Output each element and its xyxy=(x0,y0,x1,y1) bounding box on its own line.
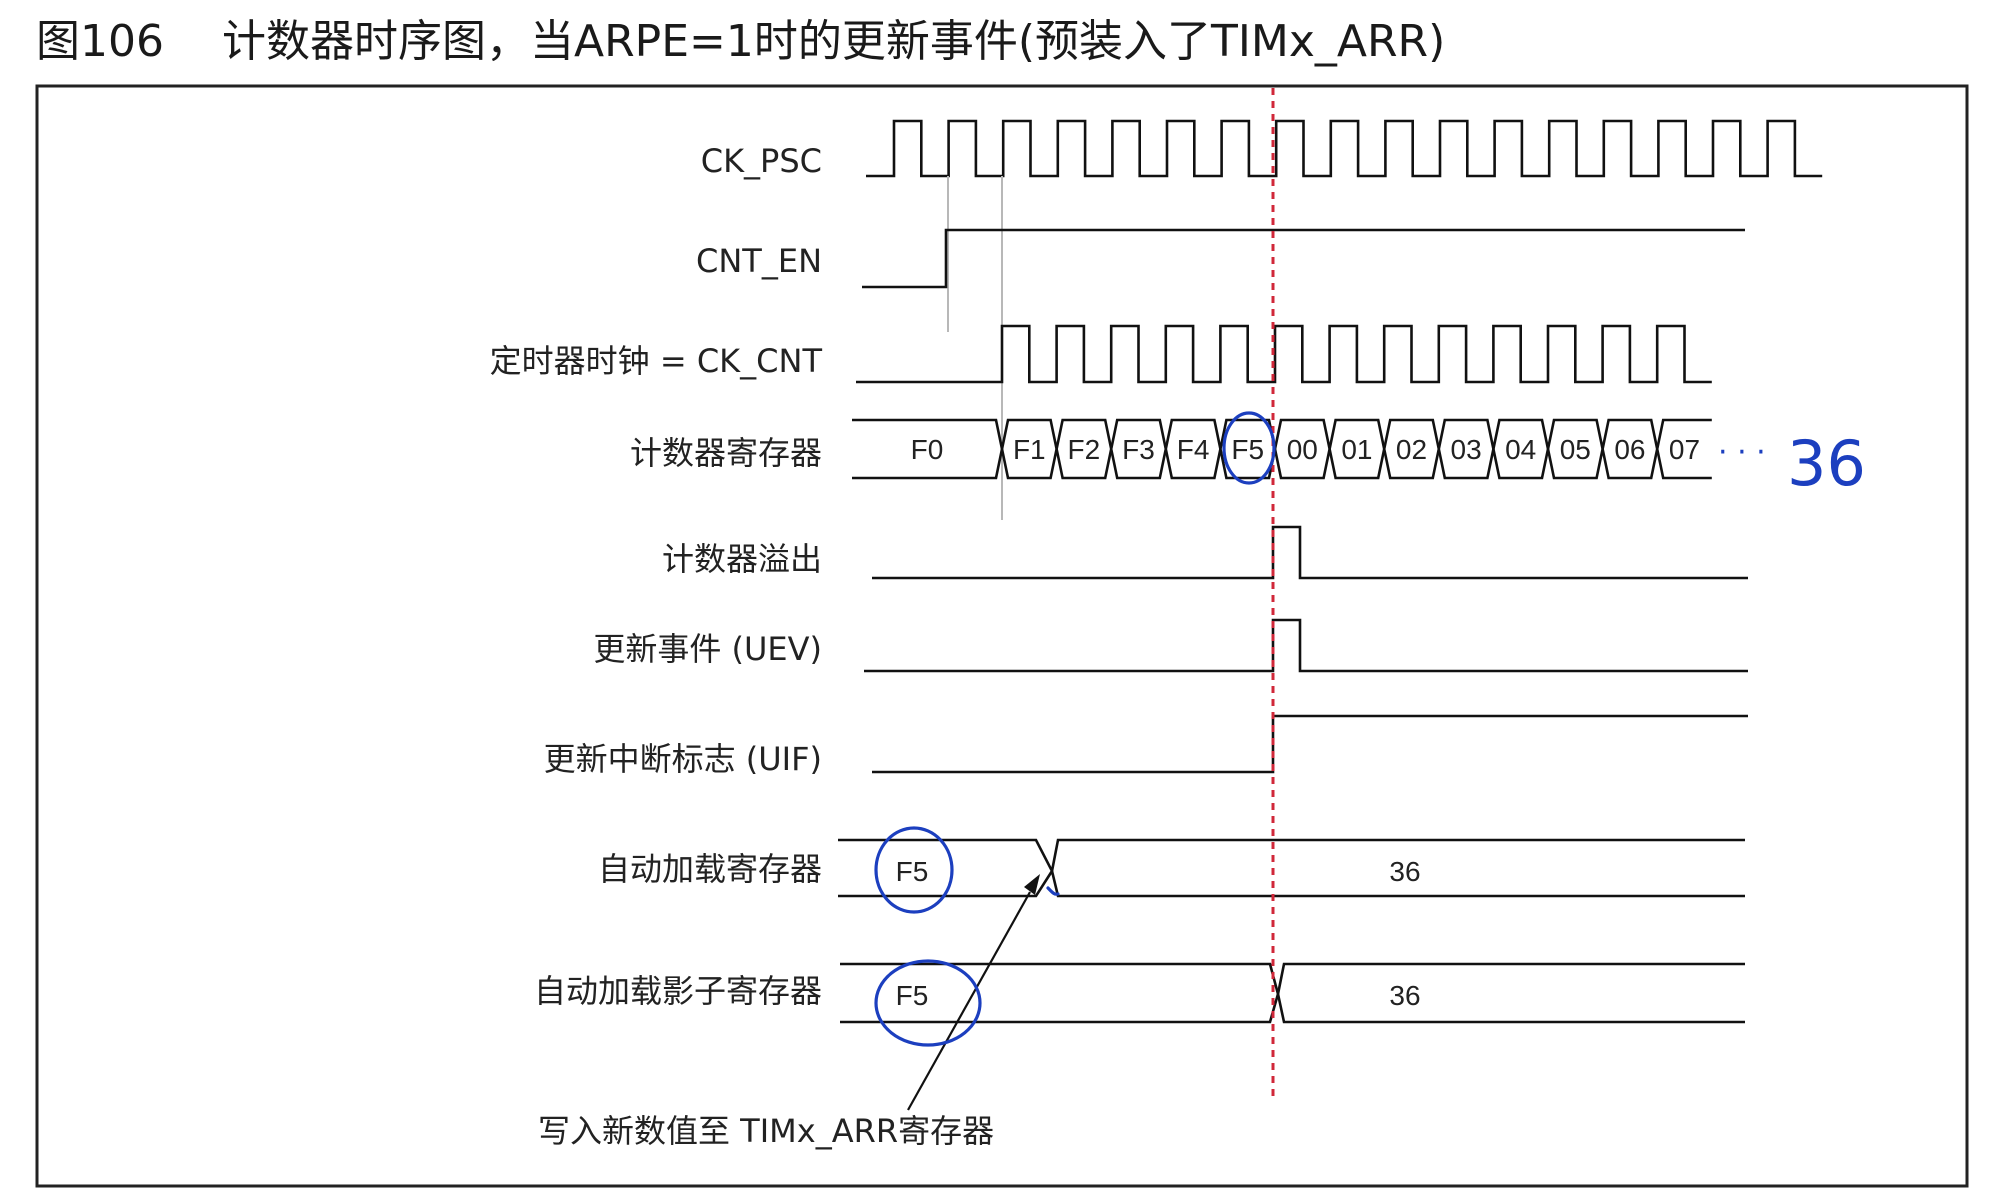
counter-value: F5 xyxy=(1231,434,1264,465)
figure-title: 计数器时序图，当ARPE=1时的更新事件(预装入了TIMx_ARR) xyxy=(222,16,1445,67)
counter-value: F3 xyxy=(1122,434,1155,465)
shadow-value-after: 36 xyxy=(1389,980,1420,1011)
counter-value: 03 xyxy=(1451,434,1482,465)
write-arrow-line xyxy=(907,891,1031,1111)
handwritten-tick xyxy=(1046,886,1060,896)
signal-label-ck-psc: CK_PSC xyxy=(701,142,822,180)
counter-value: F1 xyxy=(1013,434,1046,465)
signal-label-counter-overflow: 计数器溢出 xyxy=(662,540,822,578)
signal-label-auto-reload-shadow-register: 自动加载影子寄存器 xyxy=(534,972,822,1010)
counter-value: F2 xyxy=(1068,434,1101,465)
handwritten-circle-shadow xyxy=(874,959,982,1047)
signal-label-update-interrupt-flag: 更新中断标志 (UIF) xyxy=(544,740,822,778)
uif-waveform xyxy=(872,714,1748,774)
counter-value: 05 xyxy=(1560,434,1591,465)
signal-label-timer-clock: 定时器时钟 = CK_CNT xyxy=(490,342,823,380)
cnt-en-waveform xyxy=(862,228,1745,289)
counter-bus-segment xyxy=(1655,418,1712,480)
shadow-value-before: F5 xyxy=(896,980,929,1011)
handwritten-dots: · · · xyxy=(1718,435,1766,470)
write-annotation: 写入新数值至 TIMx_ARR寄存器 xyxy=(538,1112,994,1150)
counter-value: 00 xyxy=(1287,434,1318,465)
counter-value: 02 xyxy=(1396,434,1427,465)
auto-reload-value-before: F5 xyxy=(896,856,929,887)
ck-psc-waveform xyxy=(866,119,1823,178)
counter-register-bus xyxy=(852,418,1712,480)
update-event-waveform xyxy=(864,618,1748,673)
handwritten-circle-f5 xyxy=(1222,411,1276,485)
counter-value: F0 xyxy=(911,434,944,465)
counter-value: 06 xyxy=(1614,434,1645,465)
shadow-bus-after xyxy=(1276,962,1745,1024)
handwritten-circle-auto-reload xyxy=(874,826,954,914)
write-arrow-head xyxy=(1024,874,1040,895)
handwritten-value: 36 xyxy=(1787,427,1866,500)
counter-value: 04 xyxy=(1505,434,1536,465)
counter-register-values: F0 F1 F2 F3 F4 F5 00 01 02 03 04 05 06 07 xyxy=(911,434,1700,465)
counter-value: 07 xyxy=(1669,434,1700,465)
signal-label-update-event: 更新事件 (UEV) xyxy=(593,630,822,668)
auto-reload-value-after: 36 xyxy=(1389,856,1420,887)
counter-value: F4 xyxy=(1177,434,1210,465)
diagram-frame xyxy=(35,84,1969,1188)
ck-cnt-waveform xyxy=(856,324,1712,384)
auto-reload-bus-after xyxy=(1050,838,1745,898)
figure-number: 图106 xyxy=(36,16,164,67)
signal-label-auto-reload-register: 自动加载寄存器 xyxy=(598,850,822,888)
signal-label-cnt-en: CNT_EN xyxy=(696,242,822,280)
counter-overflow-waveform xyxy=(872,525,1748,580)
signal-label-counter-register: 计数器寄存器 xyxy=(630,434,822,472)
counter-value: 01 xyxy=(1341,434,1372,465)
